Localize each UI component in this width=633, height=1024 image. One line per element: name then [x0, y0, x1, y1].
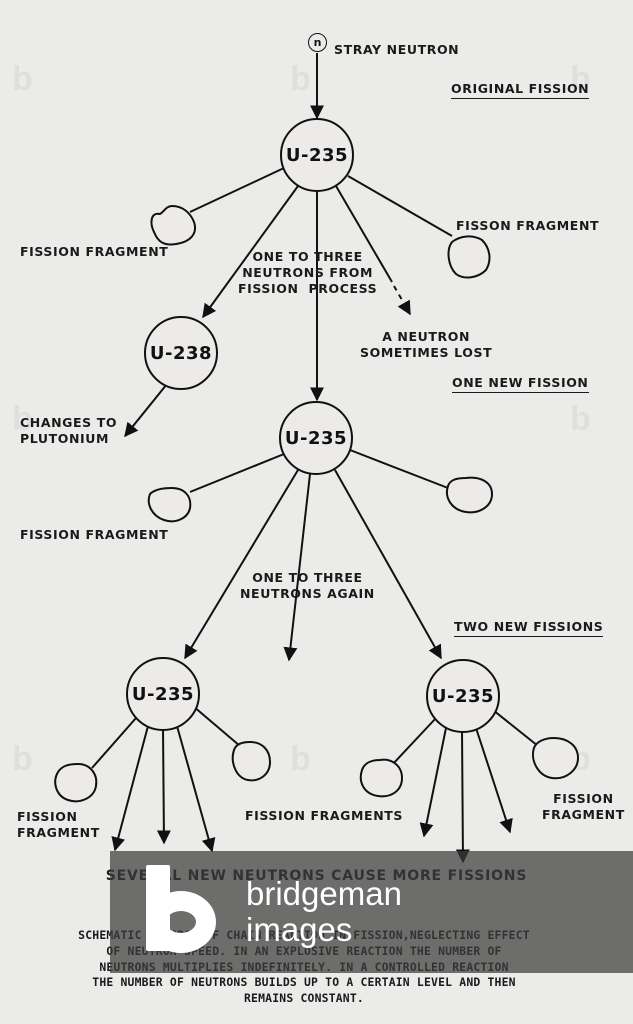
fragment-link-line	[347, 175, 453, 237]
u235-node-left: U-235	[126, 657, 200, 731]
fission-fragment-blob	[150, 204, 196, 246]
fission-fragment-label: FISSION FRAGMENT	[17, 809, 100, 840]
fission-fragment-blob	[532, 736, 580, 780]
neutrons-again-label: ONE TO THREE NEUTRONS AGAIN	[240, 570, 375, 601]
watermark-brand-text: bridgeman images	[246, 876, 402, 948]
fission-fragment-blob	[231, 740, 272, 782]
fission-fragment-blob	[446, 476, 494, 514]
neutron-arrow	[334, 469, 442, 660]
stray-neutron-label: STRAY NEUTRON	[334, 42, 460, 57]
u235-node-right: U-235	[426, 659, 500, 733]
watermark-glyph: b	[290, 740, 311, 778]
fragment-link-line	[349, 449, 449, 489]
watermark-glyph: b	[12, 740, 33, 778]
neutron-arrow	[156, 727, 171, 845]
neutron-arrow	[455, 729, 470, 864]
neutron-symbol: n	[308, 33, 327, 52]
u235-node-original: U-235	[280, 118, 354, 192]
neutron-arrow	[184, 469, 299, 660]
fragment-link-line	[189, 167, 285, 213]
neutron-arrow	[202, 185, 299, 319]
neutron-arrow	[176, 725, 216, 853]
fragment-link-line	[192, 705, 241, 747]
fission-fragment-label: FISSION FRAGMENT	[20, 527, 169, 542]
watermark-glyph: b	[290, 60, 311, 98]
watermark-glyph: b	[12, 400, 33, 438]
bridgeman-watermark-banner: bridgeman images	[110, 851, 633, 973]
two-new-fissions-heading: TWO NEW FISSIONS	[454, 619, 604, 637]
neutrons-from-fission-label: ONE TO THREE NEUTRONS FROM FISSION PROCE…	[238, 249, 378, 296]
fragment-link-line	[91, 717, 137, 769]
u238-node: U-238	[144, 316, 218, 390]
fission-fragment-label: FISSION FRAGMENT	[20, 244, 169, 259]
fission-fragment-blob	[359, 758, 404, 798]
watermark-glyph: b	[12, 60, 33, 98]
neutron-arrow	[335, 185, 393, 283]
neutron-arrow	[419, 727, 447, 838]
watermark-brand-line: bridgeman	[246, 875, 402, 912]
fission-fragment-blob	[147, 486, 192, 523]
fission-fragment-label: FISSON FRAGMENT	[456, 218, 600, 233]
neutron-lost-label: A NEUTRON SOMETIMES LOST	[360, 329, 493, 360]
fragment-link-line	[492, 709, 539, 747]
neutron-arrow	[111, 725, 149, 852]
bridgeman-b-logo-icon	[136, 857, 246, 967]
watermark-brand-line: images	[246, 911, 353, 948]
fragment-link-line	[189, 453, 285, 493]
changes-to-plutonium-label: CHANGES TO PLUTONIUM	[20, 415, 118, 446]
lost-neutron-dashed-arrow	[393, 285, 411, 316]
one-new-fission-heading: ONE NEW FISSION	[452, 375, 589, 393]
plutonium-arrow	[124, 383, 168, 438]
fragment-link-line	[391, 717, 437, 766]
u235-node-new-fission: U-235	[279, 401, 353, 475]
fission-fragment-blob	[54, 762, 98, 803]
original-fission-heading: ORIGINAL FISSION	[451, 81, 590, 99]
watermark-glyph: b	[570, 60, 591, 98]
watermark-glyph: b	[570, 400, 591, 438]
fission-fragment-blob	[447, 235, 491, 279]
fission-fragments-label: FISSION FRAGMENTS	[245, 808, 403, 823]
neutron-arrow	[283, 473, 311, 662]
neutron-arrow	[475, 727, 513, 834]
fission-fragment-label: FISSION FRAGMENT	[542, 791, 625, 822]
